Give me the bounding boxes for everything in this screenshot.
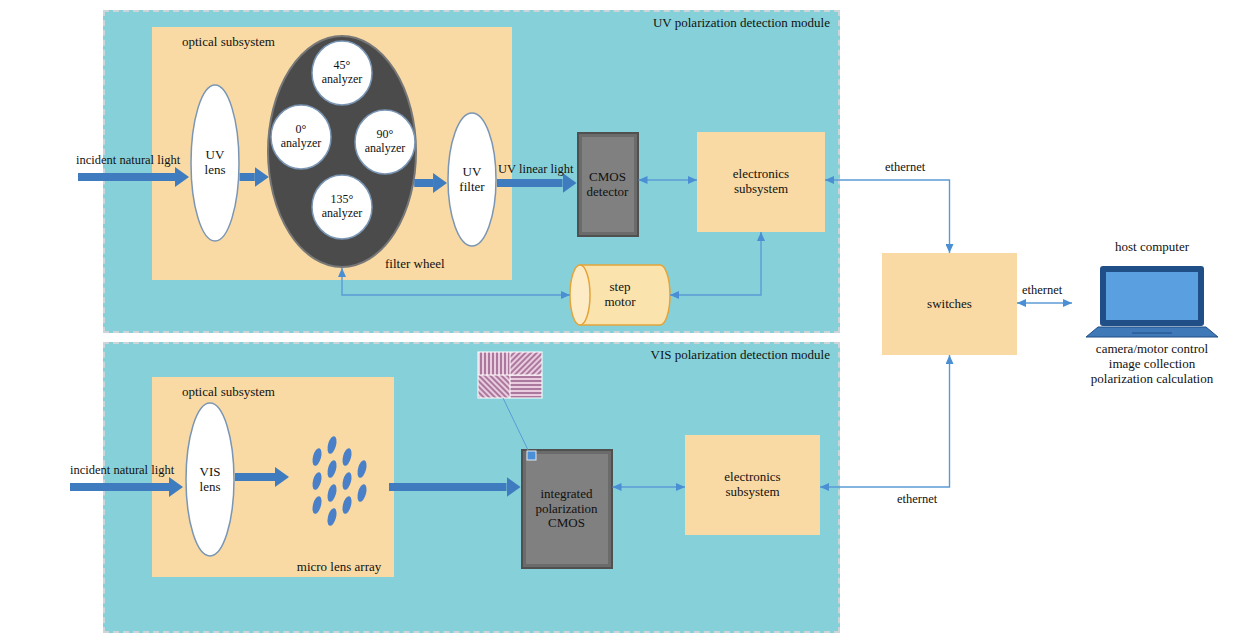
sensor-box: integrated polarization CMOS (521, 449, 613, 569)
lens-ellipse-text: VIS lens (195, 465, 225, 495)
data-link (613, 486, 686, 487)
edge-label: ethernet (897, 492, 937, 506)
lens-ellipse: VIS lens (185, 402, 235, 557)
subsystem-box: optical subsystem UV lens filter wheel 45° … (152, 27, 512, 280)
micro-lens-array-text: micro lens array (289, 560, 389, 575)
module-band: UV polarization detection module optical … (103, 10, 840, 333)
light-path-arrow (235, 473, 275, 481)
switch-box-text: switches (890, 297, 1010, 312)
edge-label: UV linear light (498, 162, 573, 176)
analyzer-ellipse: 135° analyzer (311, 174, 373, 240)
lens-dots (289, 427, 389, 577)
data-link (820, 355, 950, 487)
analyzer-ellipse: 45° analyzer (311, 40, 373, 106)
host-computer-text: host computer (1072, 240, 1232, 255)
filter-ellipse-text: UV filter (456, 165, 488, 195)
polarizer-pixel-pattern (478, 352, 542, 398)
host-computer: host computer camera/motor control image … (1072, 238, 1232, 390)
pixel-marker (527, 451, 536, 460)
lens-ellipse-text: UV lens (200, 148, 230, 178)
micro-lens-array: micro lens array (289, 427, 389, 577)
light-path-arrow (414, 179, 433, 187)
electronics-box: electronics subsystem (685, 435, 820, 535)
light-path-arrow (389, 483, 507, 491)
analyzer-ellipse-text: 0° analyzer (274, 123, 328, 151)
electronics-box-text: electronics subsystem (705, 470, 800, 500)
subsystem-box-text: optical subsystem (182, 385, 275, 400)
sensor-box-text: CMOS detector (584, 170, 632, 200)
analyzer-ellipse-text: 135° analyzer (315, 193, 369, 221)
step-motor: step motor (570, 264, 670, 326)
module-band-text: UV polarization detection module (653, 16, 830, 31)
light-path-arrow (240, 173, 255, 181)
sensor-box: CMOS detector (577, 132, 639, 237)
input-light-label: incident natural light (76, 153, 180, 167)
input-light-label: incident natural light (70, 463, 174, 477)
data-link (825, 180, 950, 253)
incident-arrow (70, 477, 183, 497)
data-link (670, 232, 761, 295)
analyzer-ellipse: 0° analyzer (270, 104, 332, 170)
sensor-box-text: integrated polarization CMOS (528, 487, 606, 532)
analyzer-ellipse-text: 90° analyzer (358, 128, 412, 156)
subsystem-box-text: optical subsystem (182, 35, 275, 50)
switch-box: switches (882, 253, 1017, 355)
light-path-arrow (497, 179, 563, 187)
electronics-box-text: electronics subsystem (714, 167, 809, 197)
analyzer-ellipse: 90° analyzer (354, 109, 416, 175)
filter-wheel: filter wheel45° analyzer0° analyzer90° a… (267, 35, 417, 268)
edge-label: ethernet (885, 160, 925, 174)
analyzer-ellipse-text: 45° analyzer (315, 59, 369, 87)
data-link (342, 268, 570, 295)
filter-ellipse: UV filter (447, 112, 497, 247)
data-link (639, 179, 698, 180)
edge-label: ethernet (1022, 283, 1062, 297)
host-computer-text: camera/motor control image collection po… (1082, 342, 1222, 387)
leader-line (503, 398, 528, 450)
step-motor-text: step motor (598, 280, 642, 310)
lens-ellipse: UV lens (190, 84, 240, 242)
incident-arrow (78, 167, 189, 187)
data-link (1017, 302, 1072, 303)
electronics-box: electronics subsystem (697, 132, 825, 232)
module-band-text: VIS polarization detection module (651, 348, 830, 363)
filter-wheel-text: filter wheel (385, 257, 445, 272)
